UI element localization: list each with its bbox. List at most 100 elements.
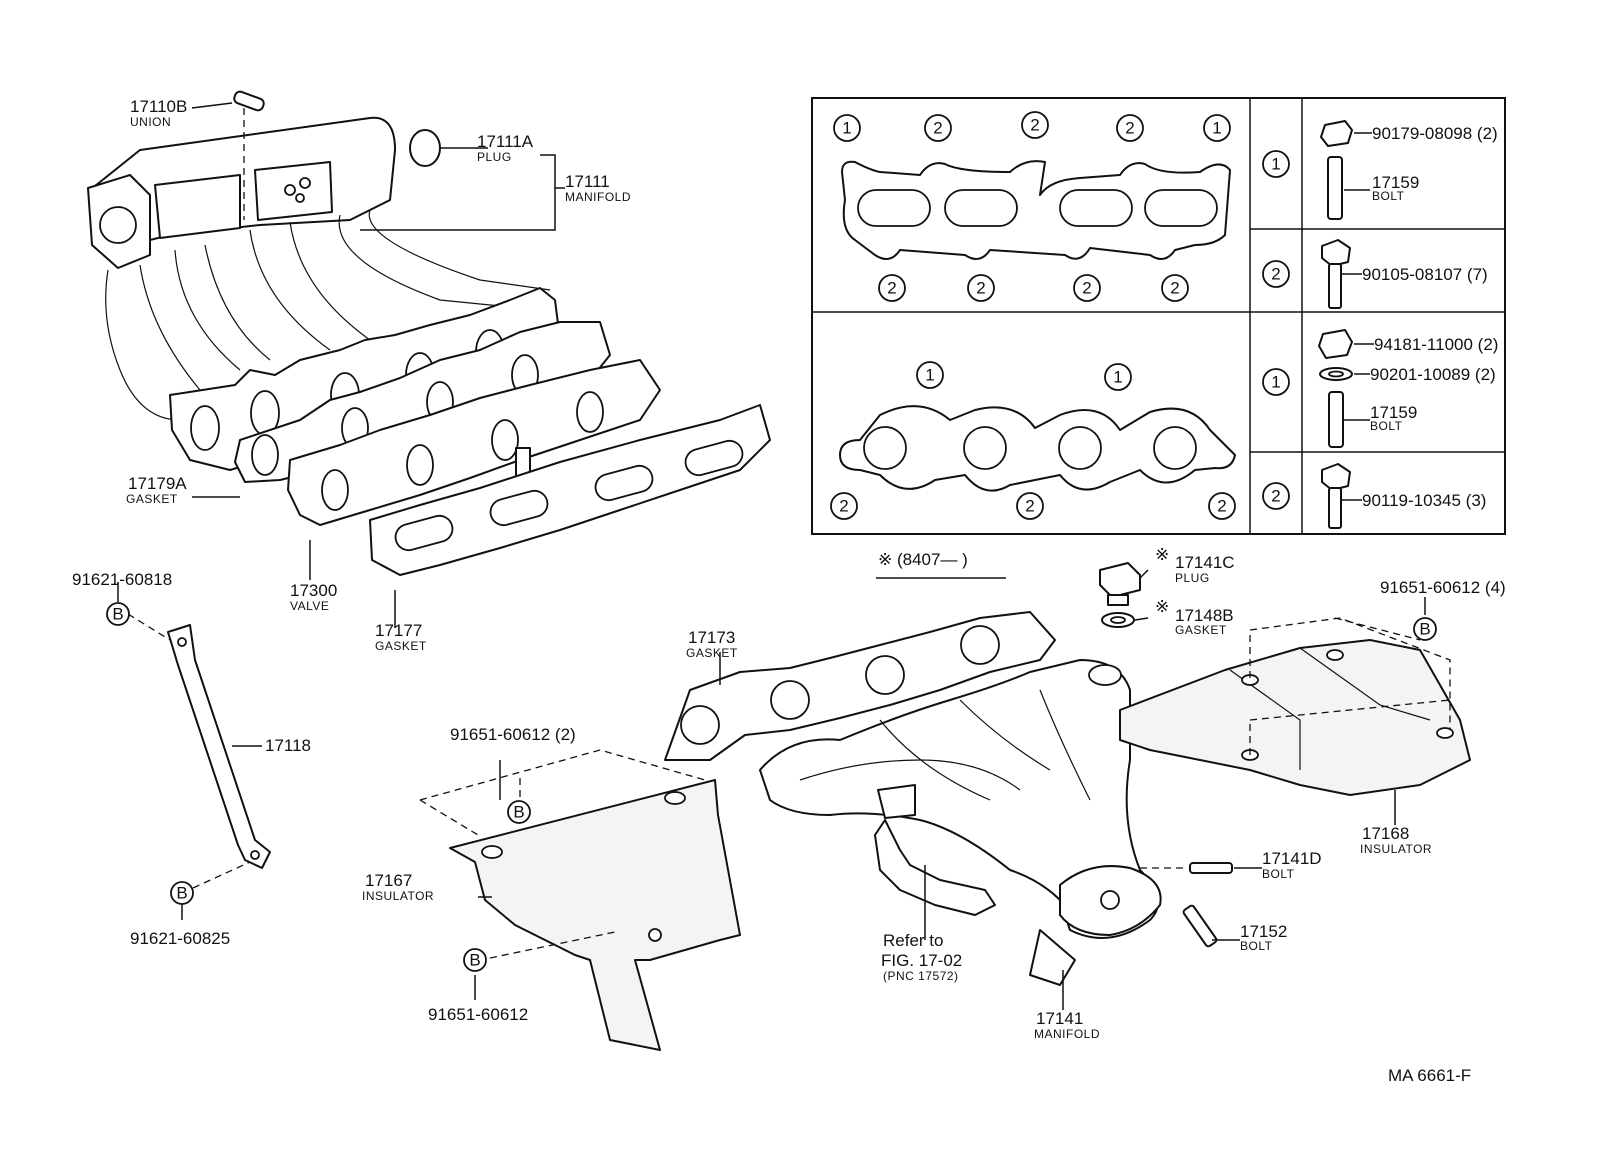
label-17118-num: 17118 (265, 736, 311, 755)
stud-bolt-icon (1328, 391, 1344, 448)
gasket-17177-drawing (369, 404, 771, 576)
label-17111-name: MANIFOLD (565, 190, 631, 204)
mark-17141c: ※ (1155, 545, 1169, 564)
svg-text:1: 1 (1113, 368, 1122, 387)
position-circle: 2 (1208, 492, 1236, 520)
label-17177-name: GASKET (375, 639, 427, 653)
svg-text:2: 2 (1217, 497, 1226, 516)
svg-text:2: 2 (933, 119, 942, 138)
position-circle: 2 (924, 114, 952, 142)
label-91621-60825: 91621-60825 (130, 929, 230, 948)
table-key-circle: 2 (1262, 260, 1290, 288)
svg-text:B: B (176, 884, 187, 903)
label-17300-num: 17300 (290, 581, 337, 600)
note-range: ※ (8407— ) (878, 550, 968, 569)
label-17141-num: 17141 (1036, 1009, 1083, 1028)
table-key-circle: 1 (1262, 150, 1290, 178)
nut-icon (1318, 329, 1353, 359)
label-17300-name: VALVE (290, 599, 329, 613)
table-row2-item1: 90105-08107 (7) (1362, 265, 1488, 284)
label-17141-name: MANIFOLD (1034, 1027, 1100, 1041)
table-row1-item2-name: BOLT (1372, 189, 1405, 203)
label-17168-num: 17168 (1362, 824, 1409, 843)
refer-line3: (PNC 17572) (883, 969, 959, 983)
leader-lines (117, 102, 1426, 1010)
svg-text:B: B (469, 951, 480, 970)
svg-text:2: 2 (1030, 116, 1039, 135)
b-marker-icon: B (507, 800, 531, 824)
label-17168-name: INSULATOR (1360, 842, 1432, 856)
gasket-17148b-drawing (1101, 612, 1135, 628)
position-circle: 2 (1073, 274, 1101, 302)
mark-17148b: ※ (1155, 597, 1169, 616)
label-17148b-num: 17148B (1175, 606, 1234, 625)
label-17111a-num: 17111A (477, 132, 534, 151)
label-91651-60612: 91651-60612 (428, 1005, 528, 1024)
bolt-reference-table: 90179-08098 (2) 17159 BOLT 90105-08107 (… (811, 97, 1506, 535)
label-17110b-num: 17110B (130, 97, 187, 116)
table-row3-item3-num: 17159 (1370, 403, 1417, 422)
svg-text:B: B (1419, 620, 1430, 639)
label-91651-60612-2: 91651-60612 (2) (450, 725, 576, 744)
position-circle: 1 (916, 361, 944, 389)
b-marker-icon: B (106, 602, 130, 626)
svg-text:2: 2 (887, 279, 896, 298)
svg-text:2: 2 (839, 497, 848, 516)
position-circle: 2 (1021, 111, 1049, 139)
label-17111a-name: PLUG (477, 150, 512, 164)
table-row1-item2-num: 17159 (1372, 173, 1419, 192)
label-17141d-num: 17141D (1262, 849, 1322, 868)
label-91621-60818: 91621-60818 (72, 570, 172, 589)
label-17110b-name: UNION (130, 115, 171, 129)
stay-17118-drawing (127, 613, 271, 889)
insulator-17168-drawing (1119, 617, 1471, 796)
svg-text:B: B (112, 605, 123, 624)
washer-icon (1319, 367, 1353, 381)
label-91651-60612-4: 91651-60612 (4) (1380, 578, 1506, 597)
position-circle: 1 (833, 114, 861, 142)
label-17141d-name: BOLT (1262, 867, 1295, 881)
label-17152-name: BOLT (1240, 939, 1273, 953)
bolt-17141d-drawing (1140, 862, 1233, 874)
table-row3-item1: 94181-11000 (2) (1374, 335, 1498, 354)
position-circle: 2 (1116, 114, 1144, 142)
svg-text:2: 2 (1271, 265, 1280, 284)
label-17152-num: 17152 (1240, 922, 1287, 941)
svg-text:1: 1 (1271, 373, 1280, 392)
gasket-17173-drawing (664, 611, 1056, 761)
label-17173-num: 17173 (688, 628, 735, 647)
label-17111-num: 17111 (565, 172, 610, 191)
bolt-17152-drawing (1182, 904, 1218, 948)
table-key-circle: 1 (1262, 368, 1290, 396)
refer-line2: FIG. 17-02 (881, 951, 962, 970)
position-circle: 1 (1203, 114, 1231, 142)
plug-17141c-drawing (1099, 562, 1141, 606)
b-markers: B B B B B (106, 602, 1437, 972)
svg-text:2: 2 (1025, 497, 1034, 516)
hex-bolt-icon (1321, 463, 1351, 529)
label-17179a-num: 17179A (128, 474, 187, 493)
label-17167-name: INSULATOR (362, 889, 434, 903)
svg-text:2: 2 (1082, 279, 1091, 298)
position-circle: 2 (1161, 274, 1189, 302)
table-row4-item1: 90119-10345 (3) (1362, 491, 1486, 510)
svg-text:1: 1 (1271, 155, 1280, 174)
label-17167-num: 17167 (365, 871, 412, 890)
svg-text:1: 1 (1212, 119, 1221, 138)
position-circle: 2 (1016, 492, 1044, 520)
svg-text:2: 2 (976, 279, 985, 298)
b-marker-icon: B (1413, 617, 1437, 641)
position-circle: 2 (878, 274, 906, 302)
position-circle: 2 (830, 492, 858, 520)
insulator-17167-drawing (419, 749, 741, 1051)
table-row3-item2: 90201-10089 (2) (1370, 365, 1496, 384)
b-marker-icon: B (170, 881, 194, 905)
svg-text:2: 2 (1170, 279, 1179, 298)
position-circle: 1 (1104, 363, 1132, 391)
position-circle: 2 (967, 274, 995, 302)
table-row3-item3-name: BOLT (1370, 419, 1403, 433)
stud-bolt-icon (1327, 156, 1343, 220)
svg-text:2: 2 (1271, 487, 1280, 506)
